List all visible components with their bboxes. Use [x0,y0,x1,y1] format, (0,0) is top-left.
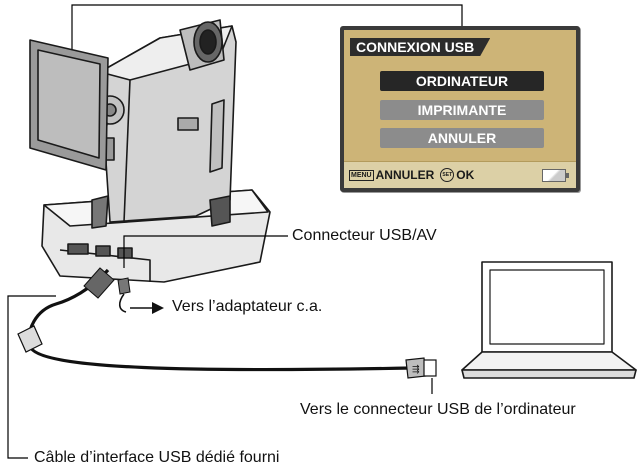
menu-item-cancel[interactable]: ANNULER [380,128,544,148]
dock-port-hdmi [67,243,89,255]
ac-adapter-label: Vers l’adaptateur c.a. [172,298,323,315]
menu-footer: MENU ANNULER SET OK [344,161,576,188]
ferrite-core [17,325,43,353]
cable-leader [7,295,56,459]
dock-port-av [117,247,133,259]
battery-icon [542,169,569,182]
usb-connection-menu-screen: CONNEXION USB ORDINATEUR IMPRIMANTE ANNU… [340,26,580,192]
usb-mini-plug [83,267,115,299]
usb-trident-icon: ⇶ [412,364,420,375]
ac-plug [117,277,131,295]
menu-button-icon: MENU [349,169,374,181]
footer-ok-label: OK [456,168,475,182]
camcorder-on-dock-illustration [29,19,271,283]
menu-title: CONNEXION USB [350,38,490,56]
ac-cable [118,293,127,313]
usb-av-connector-label: Connecteur USB/AV [292,227,437,244]
laptop-screen [489,269,605,345]
dock-port-usb [95,245,111,257]
menu-item-computer[interactable]: ORDINATEUR [380,71,544,91]
set-button-icon: SET [440,168,455,182]
laptop-illustration [461,261,637,379]
screen-leader-line [71,4,463,84]
lcd-screen [37,49,101,159]
menu-item-printer[interactable]: IMPRIMANTE [380,100,544,120]
cable-label: Câble d’interface USB dédié fourni [34,449,280,466]
computer-usb-label: Vers le connecteur USB de l’ordinateur [300,401,576,418]
usb-av-connector-leader [123,235,288,268]
footer-cancel-label: ANNULER [375,168,435,182]
laptop-base [461,351,637,371]
